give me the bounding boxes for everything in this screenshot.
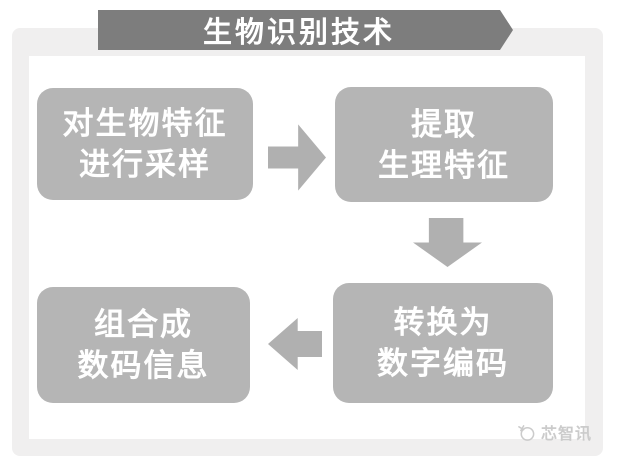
step-box-extract-features: 提取 生理特征 [335, 87, 553, 202]
diagram-title: 生物识别技术 [202, 17, 395, 49]
watermark-label: 芯智讯 [541, 426, 593, 443]
step-box-sample-features: 对生物特征 进行采样 [37, 88, 253, 200]
step-label-line: 进行采样 [79, 147, 211, 182]
step-label-line: 提取 [411, 106, 477, 142]
step-label-line: 数码信息 [77, 348, 210, 383]
step-label-line: 对生物特征 [62, 106, 228, 141]
step-label-line: 生理特征 [378, 147, 510, 183]
step-label-line: 转换为 [393, 305, 493, 340]
step-box-convert-digital-code: 转换为 数字编码 [333, 283, 553, 403]
title-banner: 生物识别技术 [98, 10, 513, 50]
watermark: 芯智讯 [517, 420, 592, 444]
step-label-line: 组合成 [94, 307, 193, 342]
step-box-combine-digital-info: 组合成 数码信息 [37, 287, 250, 403]
step-label-line: 数字编码 [377, 346, 509, 381]
xinzhixun-logo-icon [518, 424, 535, 441]
